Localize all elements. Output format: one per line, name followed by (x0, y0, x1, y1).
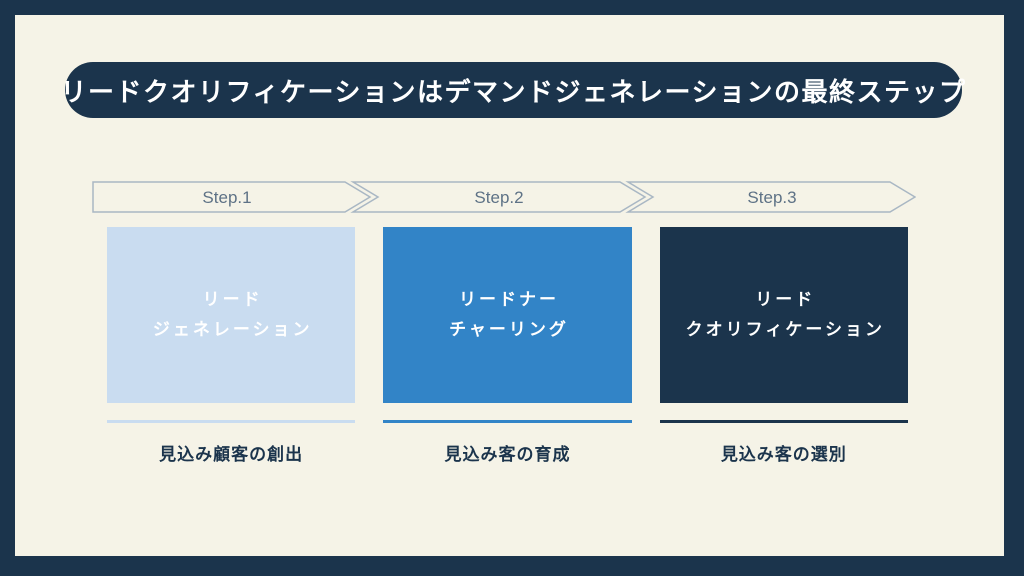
process-box-lead-nurturing: リードナー チャーリング (383, 227, 632, 403)
title-banner: リードクオリフィケーションはデマンドジェネレーションの最終ステップ (61, 62, 965, 118)
caption-row: 見込み顧客の創出 見込み客の育成 見込み客の選別 (107, 420, 908, 465)
caption-text: 見込み客の選別 (720, 445, 847, 464)
caption-text: 見込み客の育成 (444, 445, 571, 464)
process-box-row: リード ジェネレーション リードナー チャーリング リード クオリフィケーション (107, 227, 908, 403)
step1-chevron-shape (92, 181, 372, 213)
box-title-line: リードナー (458, 290, 559, 309)
caption-underline (107, 420, 356, 423)
step-arrow-bar: Step.1 Step.2 Step.3 (92, 181, 916, 213)
step2-chevron-shape (350, 181, 647, 213)
step1-label: Step.1 (202, 188, 251, 207)
caption-underline (383, 420, 632, 423)
process-box-lead-qualification: リード クオリフィケーション (659, 227, 908, 403)
caption-col-1: 見込み顧客の創出 (107, 420, 356, 465)
box-title-line: リード (202, 290, 263, 309)
step3-label: Step.3 (747, 188, 796, 207)
caption-text: 見込み顧客の創出 (159, 445, 304, 464)
caption-col-3: 見込み客の選別 (659, 420, 908, 465)
slide-background: リードクオリフィケーションはデマンドジェネレーションの最終ステップ Step.1… (15, 15, 1004, 556)
slide-title: リードクオリフィケーションはデマンドジェネレーションの最終ステップ (60, 76, 967, 107)
box-title-line: リード (755, 290, 816, 309)
step3-chevron-shape (625, 181, 916, 213)
caption-underline (659, 420, 908, 423)
box-title-line: ジェネレーション (152, 320, 313, 339)
process-box-lead-generation: リード ジェネレーション (107, 227, 356, 403)
step2-label: Step.2 (474, 188, 523, 207)
caption-col-2: 見込み客の育成 (383, 420, 632, 465)
box-title-line: クオリフィケーション (685, 320, 885, 339)
box-title-line: チャーリング (449, 320, 569, 339)
